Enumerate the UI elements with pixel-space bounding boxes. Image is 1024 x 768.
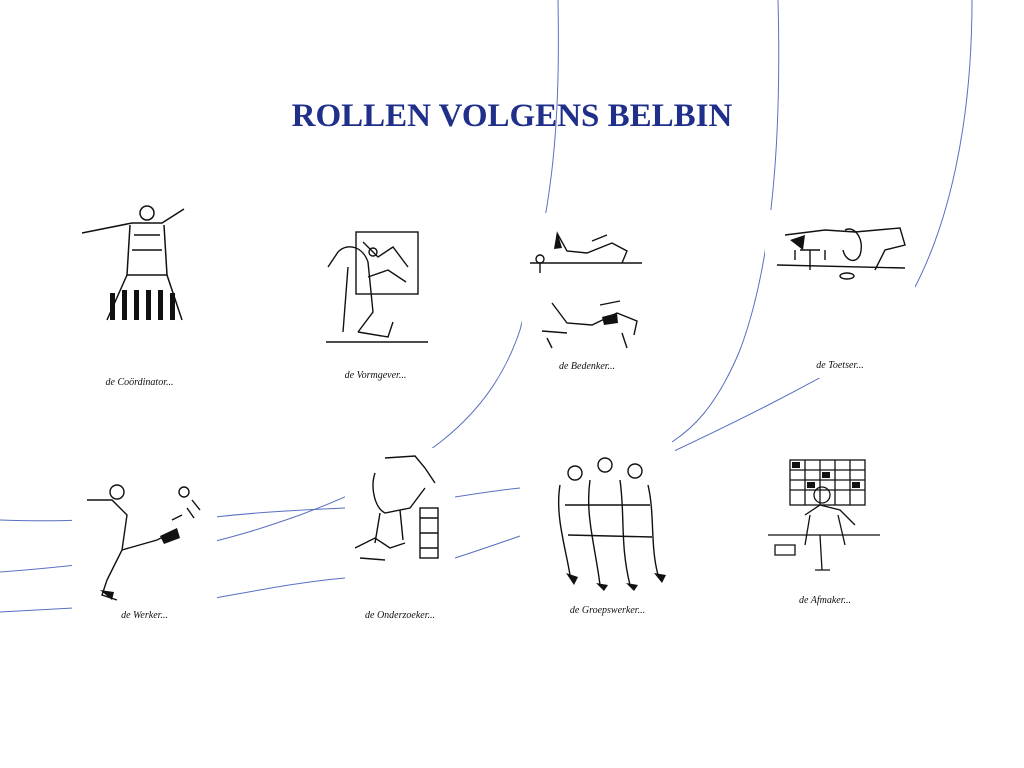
role-caption: de Bedenker...	[558, 361, 616, 372]
worker-kicking-figure-icon	[87, 484, 201, 601]
role-caption: de Groepswerker...	[569, 605, 646, 616]
role-card-evaluator: de Toetser...	[765, 210, 915, 378]
plant-reclining-figures-icon	[530, 231, 642, 349]
role-caption: de Afmaker...	[798, 595, 852, 606]
coordinator-pointing-figure-icon	[81, 205, 185, 321]
role-card-resource-investigator: de Onderzoeker...	[345, 448, 455, 626]
slide-title: ROLLEN VOLGENS BELBIN	[291, 98, 733, 134]
role-caption: de Coördinator...	[105, 377, 174, 388]
evaluator-figure-with-scales-icon	[776, 227, 906, 280]
role-caption: de Werker...	[121, 610, 168, 621]
role-card-plant: de Bedenker...	[522, 213, 652, 381]
teamworker-group-figure-icon	[557, 457, 666, 591]
role-caption: de Onderzoeker...	[365, 610, 435, 621]
role-card-coordinator: de Coördinator...	[72, 195, 207, 395]
role-card-teamworker: de Groepswerker...	[540, 445, 675, 625]
role-card-completer-finisher: de Afmaker...	[760, 455, 890, 615]
role-card-shaper: de Vormgever...	[318, 222, 433, 387]
completer-figure-at-desk-icon	[768, 459, 880, 571]
role-caption: de Vormgever...	[344, 370, 407, 381]
resource-investigator-figure-icon	[354, 455, 439, 561]
role-caption: de Toetser...	[816, 360, 864, 371]
role-card-worker: de Werker...	[72, 470, 217, 625]
shaper-figure-at-map-icon	[326, 231, 428, 343]
